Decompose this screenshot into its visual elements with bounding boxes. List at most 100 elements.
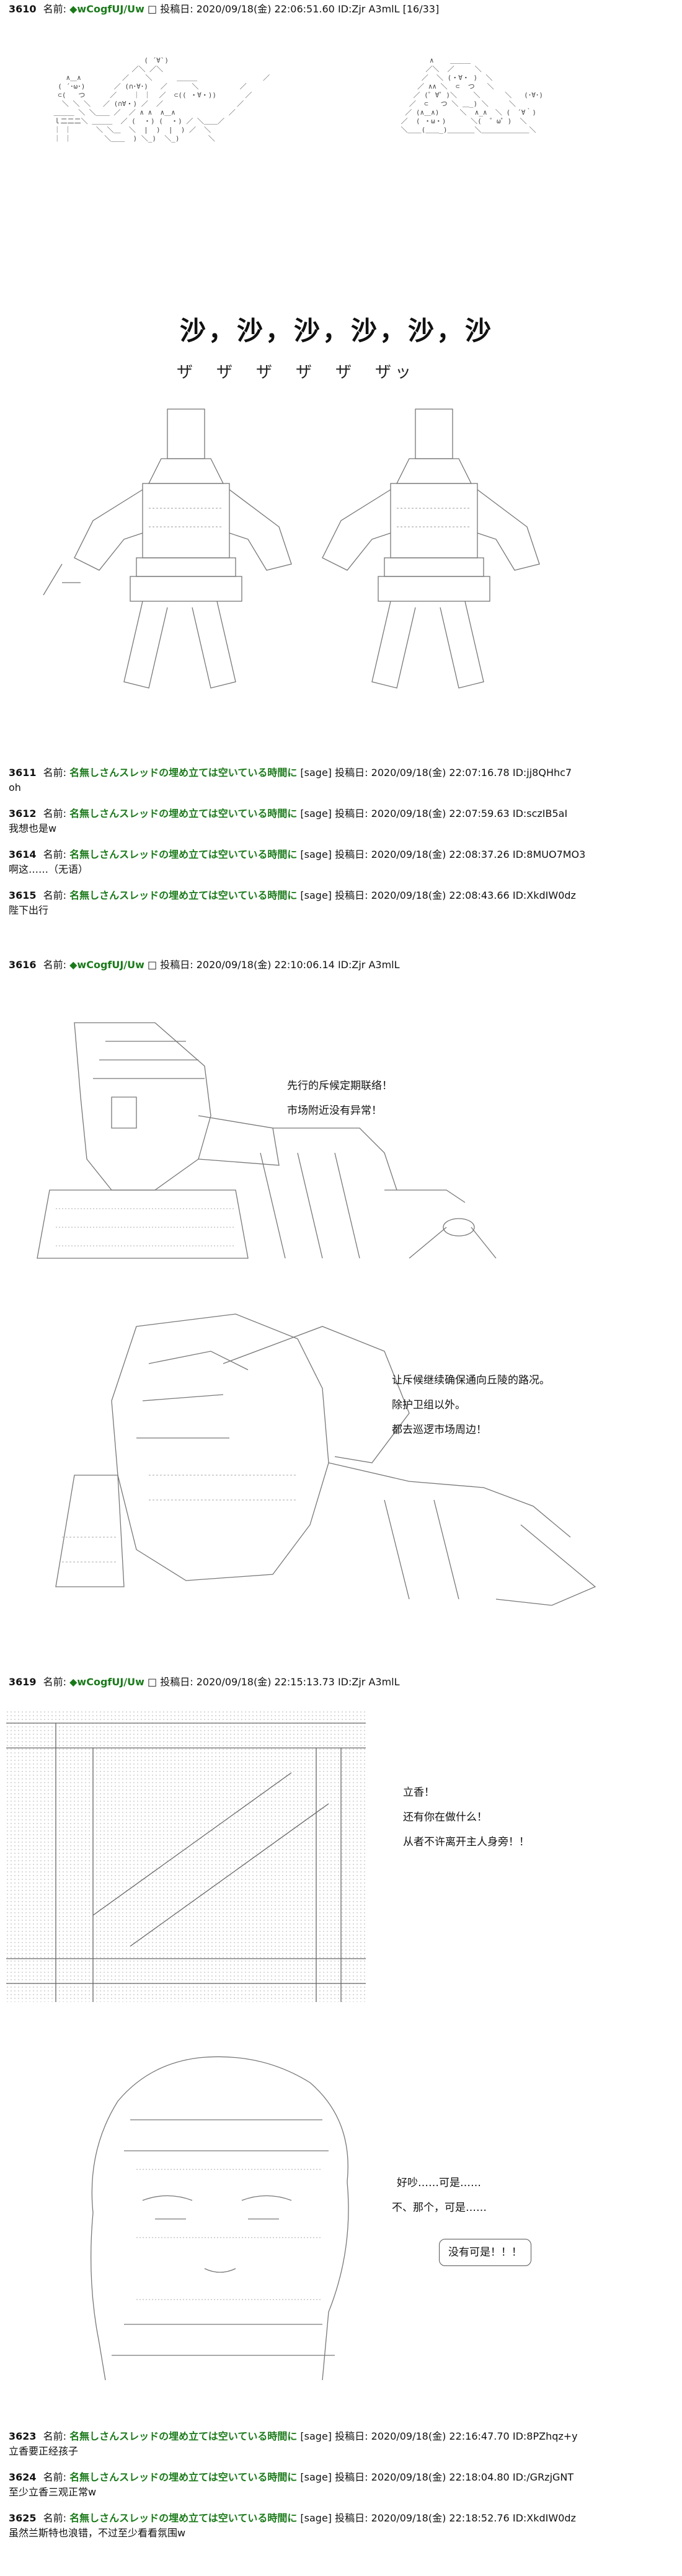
poster-mail[interactable]: [sage]	[300, 2512, 332, 2524]
poster-id[interactable]: ID:sczIB5aI	[512, 808, 568, 819]
post-number: 3625	[9, 2512, 37, 2524]
name-label: 名前:	[43, 2430, 67, 2442]
poster-trip[interactable]: ◆wCogfUJ/Uw	[69, 3, 144, 15]
post-date: 2020/09/18(金) 22:10:06.14	[196, 959, 335, 971]
poster-name[interactable]: 名無しさんスレッドの埋め立ては空いている時間に	[69, 2512, 298, 2524]
poster-mail[interactable]: [sage]	[300, 767, 332, 779]
poster-id[interactable]: ID:8MUO7MO3	[512, 849, 586, 860]
dialogue-line: 从者不许离开主人身旁！！	[403, 1836, 529, 1848]
poster-name[interactable]: 名無しさんスレッドの埋め立ては空いている時間に	[69, 767, 298, 779]
post-number: 3614	[9, 849, 37, 860]
poster-mail[interactable]: [sage]	[300, 889, 332, 901]
name-label: 名前:	[43, 2512, 67, 2524]
dialogue-line: 除护卫组以外。	[392, 1399, 466, 1411]
poster-mail[interactable]: [sage]	[300, 2430, 332, 2442]
name-label: 名前:	[43, 2471, 67, 2483]
dialogue-line: 立香！	[403, 1786, 435, 1799]
poster-name[interactable]: 名無しさんスレッドの埋め立ては空いている時間に	[69, 2430, 298, 2442]
poster-id[interactable]: ID:Zjr A3mlL	[337, 3, 400, 15]
post-header-3615: 3615 名前: 名無しさんスレッドの埋め立ては空いている時間に [sage] …	[9, 889, 576, 902]
poster-name[interactable]: 名無しさんスレッドの埋め立ては空いている時間に	[69, 849, 298, 860]
date-label: 投稿日:	[335, 808, 368, 819]
dialogue-line: 不、那个，可是……	[392, 2202, 487, 2214]
date-label: 投稿日:	[160, 3, 193, 15]
trip-box: □	[148, 3, 157, 15]
post-header-3623: 3623 名前: 名無しさんスレッドの埋め立ては空いている時間に [sage] …	[9, 2430, 578, 2443]
date-label: 投稿日:	[335, 889, 368, 901]
post-body: oh	[9, 782, 21, 793]
soldier-group-art	[55, 1313, 596, 1606]
poster-mail[interactable]: [sage]	[300, 808, 332, 819]
post-body: 至少立香三观正常w	[9, 2486, 97, 2498]
post-header-3610: 3610 名前: ◆wCogfUJ/Uw □ 投稿日: 2020/09/18(金…	[9, 2, 439, 16]
post-header-3611: 3611 名前: 名無しさんスレッドの埋め立ては空いている時間に [sage] …	[9, 766, 572, 780]
post-body: 啊这……（无语）	[9, 863, 89, 875]
poster-name[interactable]: 名無しさんスレッドの埋め立ては空いている時間に	[69, 889, 298, 901]
post-header-3619: 3619 名前: ◆wCogfUJ/Uw □ 投稿日: 2020/09/18(金…	[9, 1675, 400, 1689]
post-date: 2020/09/18(金) 22:18:04.80	[371, 2471, 510, 2483]
post-date: 2020/09/18(金) 22:06:51.60	[196, 3, 335, 15]
poster-mail[interactable]: [sage]	[300, 2471, 332, 2483]
sfx-sand-large: 沙，沙，沙，沙，沙，沙	[180, 315, 494, 346]
dialogue-line: 都去巡逻市场周边！	[392, 1424, 487, 1436]
ascii-art-lineup: ( ´∀`) ／＼ ／＼ ∧＿∧ ／ ＼ ＿＿＿ ／ ( ´･ω･) ／ (∩･…	[53, 56, 270, 143]
name-label: 名前:	[43, 3, 67, 15]
post-date: 2020/09/18(金) 22:07:16.78	[371, 767, 510, 779]
poster-id[interactable]: ID:8PZhqz+y	[512, 2430, 578, 2442]
poster-id[interactable]: ID:Zjr A3mlL	[337, 959, 400, 971]
date-label: 投稿日:	[335, 2512, 368, 2524]
post-date: 2020/09/18(金) 22:18:52.76	[371, 2512, 510, 2524]
date-label: 投稿日:	[335, 2430, 368, 2442]
armored-soldiers-art	[43, 408, 540, 689]
poster-id[interactable]: ID:XkdIW0dz	[512, 889, 576, 901]
post-number: 3619	[9, 1676, 37, 1688]
poster-id[interactable]: ID:jj8QHhc7	[512, 767, 572, 779]
post-date: 2020/09/18(金) 22:07:59.63	[371, 808, 510, 819]
trip-box: □	[148, 1676, 157, 1688]
name-label: 名前:	[43, 767, 67, 779]
post-number: 3611	[9, 767, 37, 779]
poster-id[interactable]: ID:/GRzjGNT	[512, 2471, 574, 2483]
post-date: 2020/09/18(金) 22:15:13.73	[196, 1676, 335, 1688]
post-number: 3623	[9, 2430, 37, 2442]
post-header-3625: 3625 名前: 名無しさんスレッドの埋め立ては空いている時間に [sage] …	[9, 2512, 576, 2525]
post-number: 3615	[9, 889, 37, 901]
post-date: 2020/09/18(金) 22:08:43.66	[371, 889, 510, 901]
post-header-3624: 3624 名前: 名無しさんスレッドの埋め立ては空いている時間に [sage] …	[9, 2471, 574, 2484]
dialogue-line: 还有你在做什么！	[403, 1811, 487, 1824]
dark-gate-art	[6, 1711, 366, 2002]
poster-name[interactable]: 名無しさんスレッドの埋め立ては空いている時間に	[69, 2471, 298, 2483]
post-body: 立香要正经孩子	[9, 2445, 79, 2457]
poster-id[interactable]: ID:XkdIW0dz	[512, 2512, 576, 2524]
trip-box: □	[148, 959, 157, 971]
knight-scene-art	[37, 1022, 497, 1259]
post-header-3614: 3614 名前: 名無しさんスレッドの埋め立ては空いている時間に [sage] …	[9, 848, 585, 862]
poster-name[interactable]: 名無しさんスレッドの埋め立ては空いている時間に	[69, 808, 298, 819]
name-label: 名前:	[43, 849, 67, 860]
post-header-3616: 3616 名前: ◆wCogfUJ/Uw □ 投稿日: 2020/09/18(金…	[9, 958, 400, 972]
post-body: 陛下出行	[9, 904, 49, 916]
name-label: 名前:	[43, 959, 67, 971]
poster-id[interactable]: ID:Zjr A3mlL	[337, 1676, 400, 1688]
poster-trip[interactable]: ◆wCogfUJ/Uw	[69, 1676, 144, 1688]
speech-bubble: 没有可是！！！	[439, 2239, 531, 2266]
poster-trip[interactable]: ◆wCogfUJ/Uw	[69, 959, 144, 971]
ritsuka-portrait-art	[91, 2056, 349, 2381]
dialogue-line: 好吵……可是……	[397, 2177, 481, 2189]
name-label: 名前:	[43, 808, 67, 819]
date-label: 投稿日:	[335, 849, 368, 860]
sfx-sand-small: ザ ザ ザ ザ ザ ザッ	[177, 363, 415, 382]
post-date: 2020/09/18(金) 22:08:37.26	[371, 849, 510, 860]
date-label: 投稿日:	[335, 2471, 368, 2483]
dialogue-line: 市场附近没有异常！	[287, 1105, 382, 1117]
page-indicator: [16/33]	[402, 3, 440, 15]
post-date: 2020/09/18(金) 22:16:47.70	[371, 2430, 510, 2442]
post-body: 我想也是w	[9, 823, 57, 834]
date-label: 投稿日:	[160, 959, 193, 971]
ascii-art-crowd-right: ∧ ＿＿＿ ／＼ ／ ＼ ／ ＼ (・∀・ ) ＼ ／ ∧∧ ＼ ⊂ つ ＼ ／…	[401, 56, 543, 134]
name-label: 名前:	[43, 1676, 67, 1688]
post-number: 3610	[9, 3, 37, 15]
name-label: 名前:	[43, 889, 67, 901]
post-number: 3612	[9, 808, 37, 819]
poster-mail[interactable]: [sage]	[300, 849, 332, 860]
